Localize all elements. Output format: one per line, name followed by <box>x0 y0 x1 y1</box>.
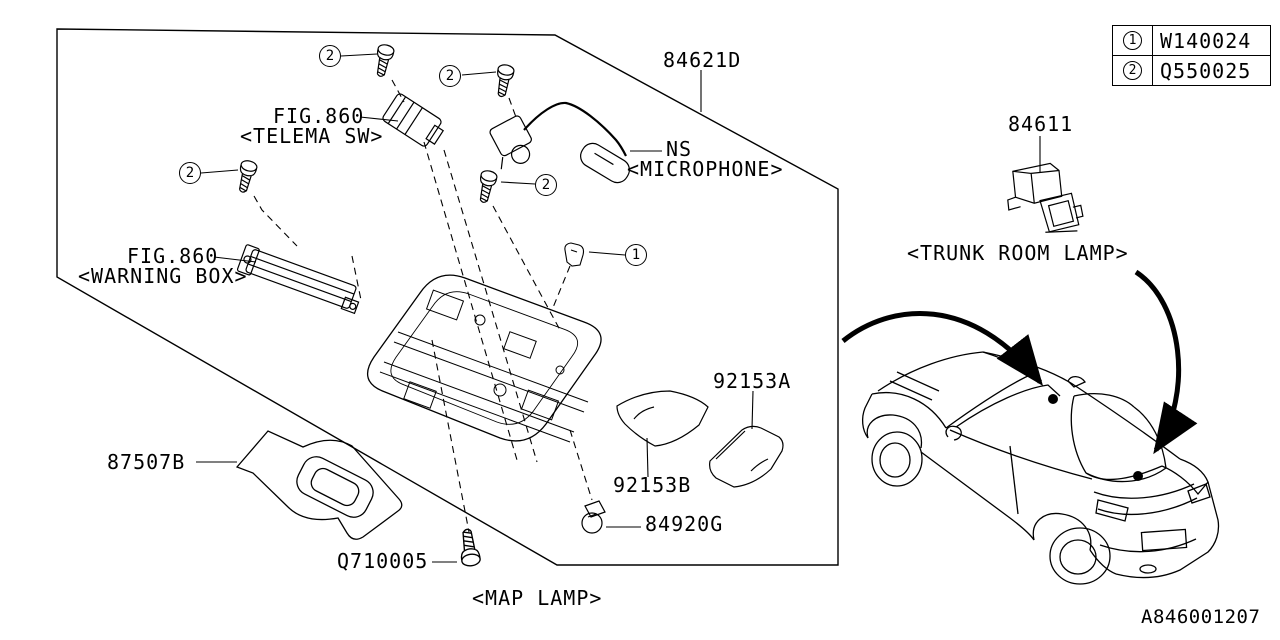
part-label-87507b[interactable]: 87507B <box>107 450 186 474</box>
name-microphone: <MICROPHONE> <box>627 157 784 181</box>
cover-bracket-drawing <box>235 430 403 540</box>
microphone-drawing <box>489 101 630 184</box>
assembly-dashed-lines <box>253 79 593 533</box>
legend-row-1[interactable]: 1 W140024 <box>1113 26 1270 55</box>
drawing-number: A846001207 <box>1141 606 1261 628</box>
lens-a-drawing <box>709 425 784 488</box>
lens-b-drawing <box>616 390 709 447</box>
name-trunk-room-lamp: <TRUNK ROOM LAMP> <box>907 241 1129 265</box>
frame-border <box>56 28 839 566</box>
warning-box-drawing <box>236 244 360 315</box>
callout-2-mic-screw[interactable]: 2 <box>439 65 461 87</box>
legend-row-2[interactable]: 2 Q550025 <box>1113 55 1270 85</box>
fig-ref-warning[interactable]: FIG.860 <box>127 244 219 268</box>
trunk-lamp-drawing <box>1007 162 1084 233</box>
clip-part <box>564 242 585 267</box>
trunk-lamp-pointer-arrow <box>1134 269 1198 455</box>
telema-switch-drawing <box>382 93 445 147</box>
location-markers <box>841 269 1198 481</box>
fig-ref-telema[interactable]: FIG.860 <box>273 104 365 128</box>
callout-1-clip[interactable]: 1 <box>625 244 647 266</box>
callout-2-warning-screw[interactable]: 2 <box>179 162 201 184</box>
legend-table: 1 W140024 2 Q550025 <box>1112 25 1271 86</box>
part-label-84611[interactable]: 84611 <box>1008 112 1074 136</box>
bulb-drawing <box>581 500 606 534</box>
part-label-84621d[interactable]: 84621D <box>663 48 742 72</box>
map-lamp-pointer-arrow <box>841 310 1044 386</box>
part-label-92153b[interactable]: 92153B <box>613 473 692 497</box>
part-label-84920g[interactable]: 84920G <box>645 512 724 536</box>
callout-1-legend-icon: 1 <box>1123 31 1142 50</box>
legend-ref-cell: 1 <box>1113 26 1153 55</box>
callout-2-console-screw[interactable]: 2 <box>535 174 557 196</box>
part-label-92153a[interactable]: 92153A <box>713 369 792 393</box>
console-drawing <box>366 242 602 443</box>
legend-ref-cell: 2 <box>1113 56 1153 85</box>
callout-2-telema-screw[interactable]: 2 <box>319 45 341 67</box>
label-ns: NS <box>666 137 693 161</box>
car-drawing <box>861 351 1220 585</box>
legend-part-number[interactable]: Q550025 <box>1160 58 1252 83</box>
leader-lines <box>196 53 1041 563</box>
legend-part-number[interactable]: W140024 <box>1160 28 1252 53</box>
name-map-lamp: <MAP LAMP> <box>472 586 603 610</box>
callout-2-legend-icon: 2 <box>1123 61 1142 80</box>
name-telema-sw: <TELEMA SW> <box>240 124 384 148</box>
name-warning-box: <WARNING BOX> <box>78 264 248 288</box>
part-label-q710005[interactable]: Q710005 <box>337 549 429 573</box>
